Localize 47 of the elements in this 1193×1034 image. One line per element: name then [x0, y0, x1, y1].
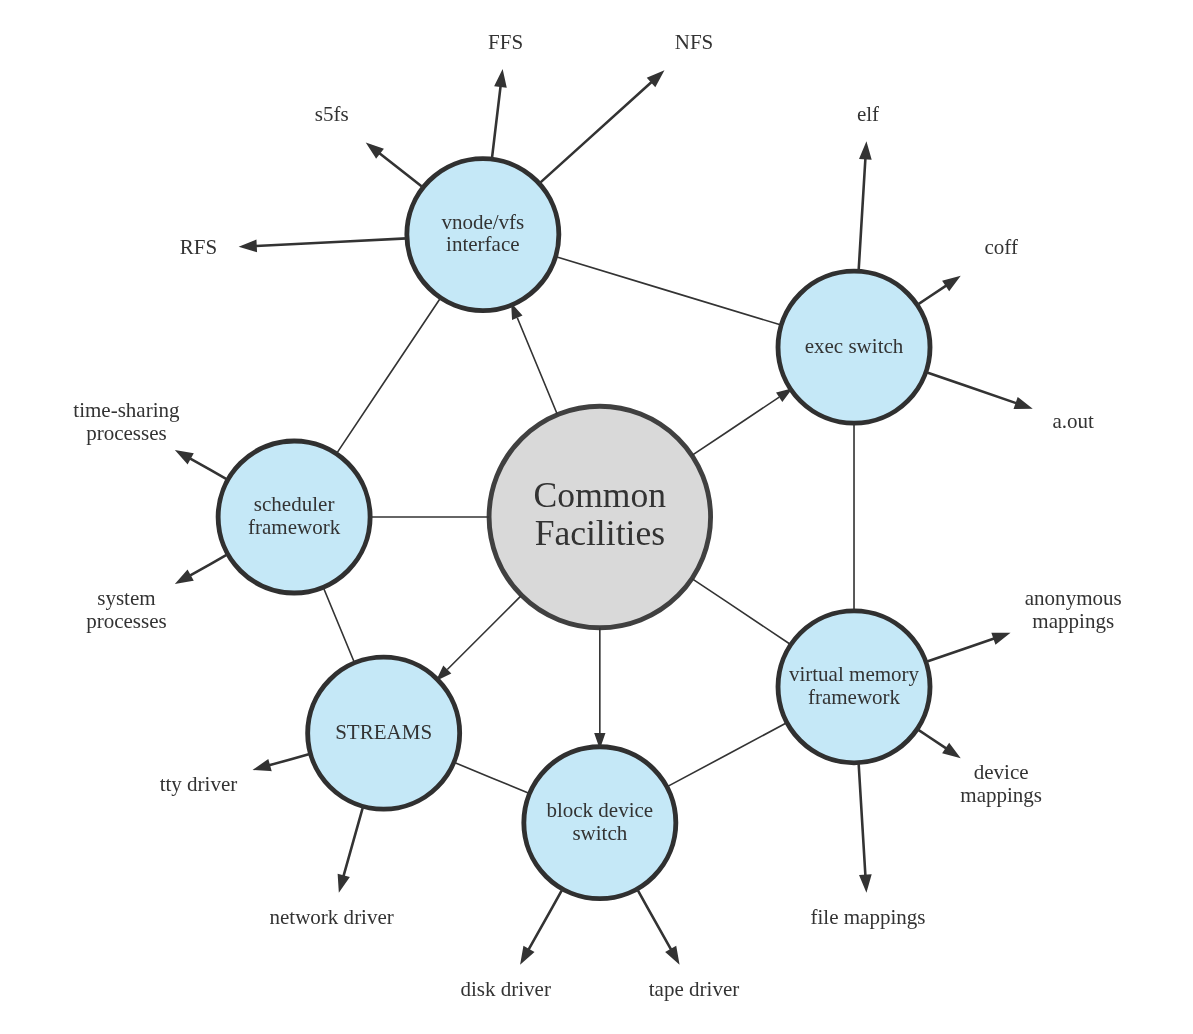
- arrow: [252, 752, 311, 772]
- arrow: [916, 275, 961, 306]
- arrow: [925, 632, 1011, 664]
- node-text: elf: [856, 102, 879, 127]
- arrow: [365, 142, 424, 189]
- node-circle: scheduler framework: [215, 438, 373, 596]
- connector: [335, 297, 441, 455]
- node-text: a.out: [1052, 409, 1094, 434]
- arrow: [538, 70, 664, 185]
- arrow: [856, 763, 872, 893]
- node-text: NFS: [674, 30, 713, 55]
- connector: [665, 722, 787, 788]
- arrow: [174, 450, 228, 481]
- arrow: [635, 888, 680, 965]
- node-text: FFS: [487, 30, 523, 55]
- node-text: file mappings: [810, 904, 925, 929]
- node-text: device mappings: [959, 760, 1042, 807]
- arrow: [435, 594, 522, 681]
- node-text: system processes: [85, 586, 167, 633]
- arrow: [238, 237, 407, 253]
- connector: [554, 256, 782, 326]
- node-circle: block device switch: [520, 744, 678, 902]
- node-text: network driver: [269, 904, 394, 929]
- arrow: [691, 388, 793, 456]
- node-circle: vnode/vfs interface: [403, 156, 561, 313]
- connector: [453, 761, 530, 795]
- connector: [691, 578, 791, 646]
- node-circle: Common Facilities: [486, 403, 713, 631]
- node-text: coff: [983, 235, 1018, 260]
- arrow: [519, 888, 564, 965]
- arrow: [916, 728, 961, 759]
- node-text: tape driver: [648, 976, 739, 1001]
- node-text: s5fs: [314, 102, 349, 127]
- arrow: [174, 553, 228, 584]
- arrow: [856, 141, 872, 271]
- arrow: [490, 68, 507, 160]
- node-text: time-sharing processes: [72, 398, 180, 445]
- node-text: anonymous mappings: [1024, 586, 1122, 633]
- arrow: [925, 370, 1033, 409]
- connector: [852, 422, 855, 612]
- arrow: [337, 806, 364, 893]
- node-circle: virtual memory framework: [775, 608, 932, 766]
- node-circle: STREAMS: [304, 654, 462, 812]
- connector: [322, 586, 355, 664]
- node-text: tty driver: [159, 771, 237, 796]
- node-text: disk driver: [459, 976, 551, 1001]
- node-text: RFS: [179, 235, 217, 260]
